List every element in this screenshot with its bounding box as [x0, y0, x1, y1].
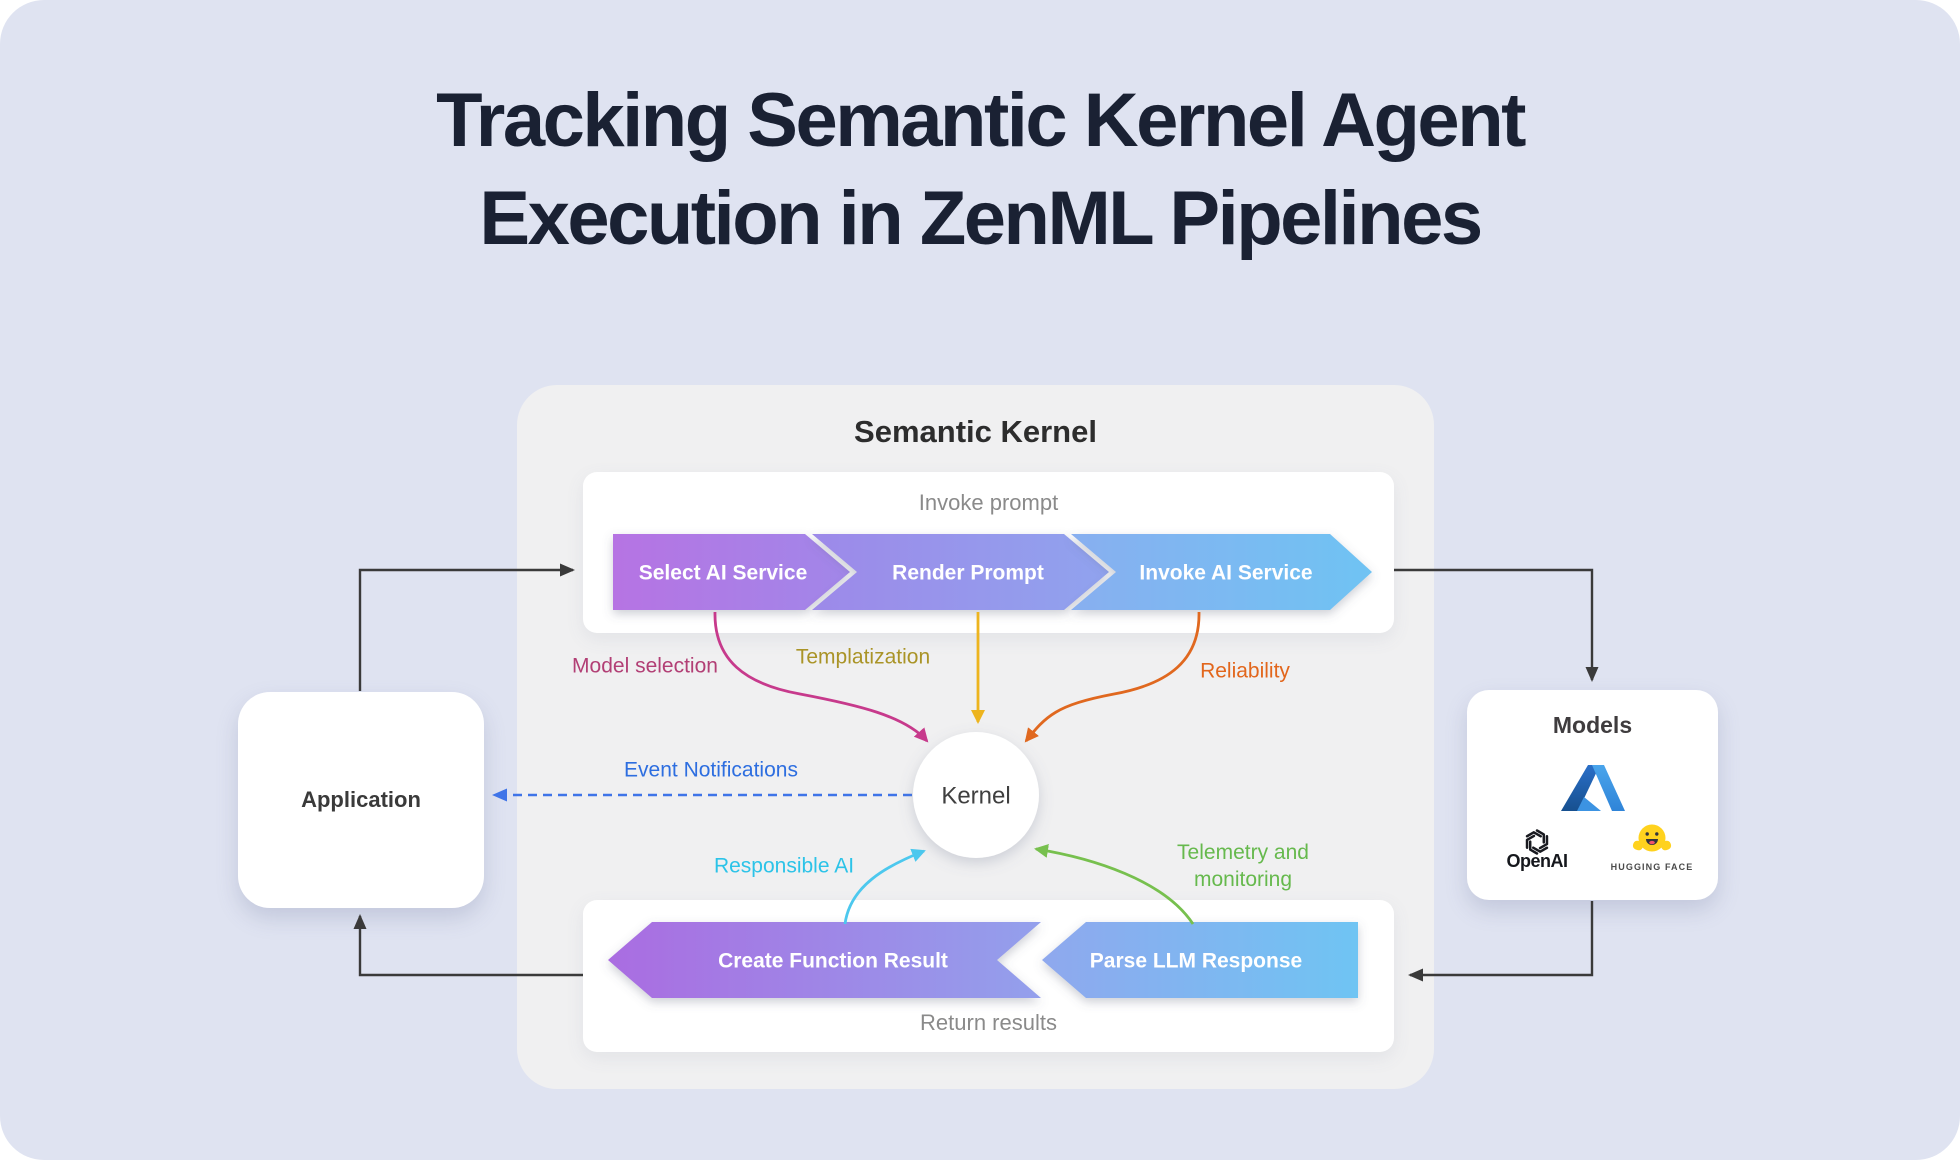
semantic-kernel-title: Semantic Kernel	[854, 414, 1097, 449]
return-results-label: Return results	[920, 1010, 1057, 1035]
models-box: Models	[1467, 690, 1718, 900]
templatization-label: Templatization	[795, 645, 931, 669]
invoke-prompt-label: Invoke prompt	[918, 490, 1059, 515]
openai-wordmark: OpenAI	[1506, 851, 1568, 871]
telemetry-label: Telemetry and monitoring	[1177, 839, 1309, 893]
model-selection-label: Model selection	[572, 654, 718, 678]
page-title: Tracking Semantic Kernel Agent Execution…	[0, 72, 1960, 268]
telemetry-label-line-1: Telemetry and	[1177, 841, 1309, 864]
openai-logo-icon	[1525, 829, 1549, 855]
title-line-2: Execution in ZenML Pipelines	[479, 176, 1483, 261]
models-label: Models	[1552, 712, 1633, 738]
invoke-prompt-panel: Invoke prompt	[583, 472, 1394, 633]
reliability-label: Reliability	[1200, 659, 1290, 683]
return-results-panel: Return results	[583, 900, 1394, 1052]
hugging-face-wordmark: HUGGING FACE	[1610, 862, 1694, 872]
model-provider-logos	[1525, 765, 1672, 855]
application-label: Application	[301, 787, 421, 812]
application-box: Application	[238, 692, 484, 908]
responsible-ai-label: Responsible AI	[713, 854, 855, 878]
telemetry-label-line-2: monitoring	[1193, 868, 1293, 891]
hugging-face-logo-icon	[1632, 824, 1672, 852]
event-notifications-label: Event Notifications	[624, 758, 798, 782]
title-line-1: Tracking Semantic Kernel Agent	[436, 78, 1526, 163]
azure-logo-icon	[1561, 765, 1625, 811]
